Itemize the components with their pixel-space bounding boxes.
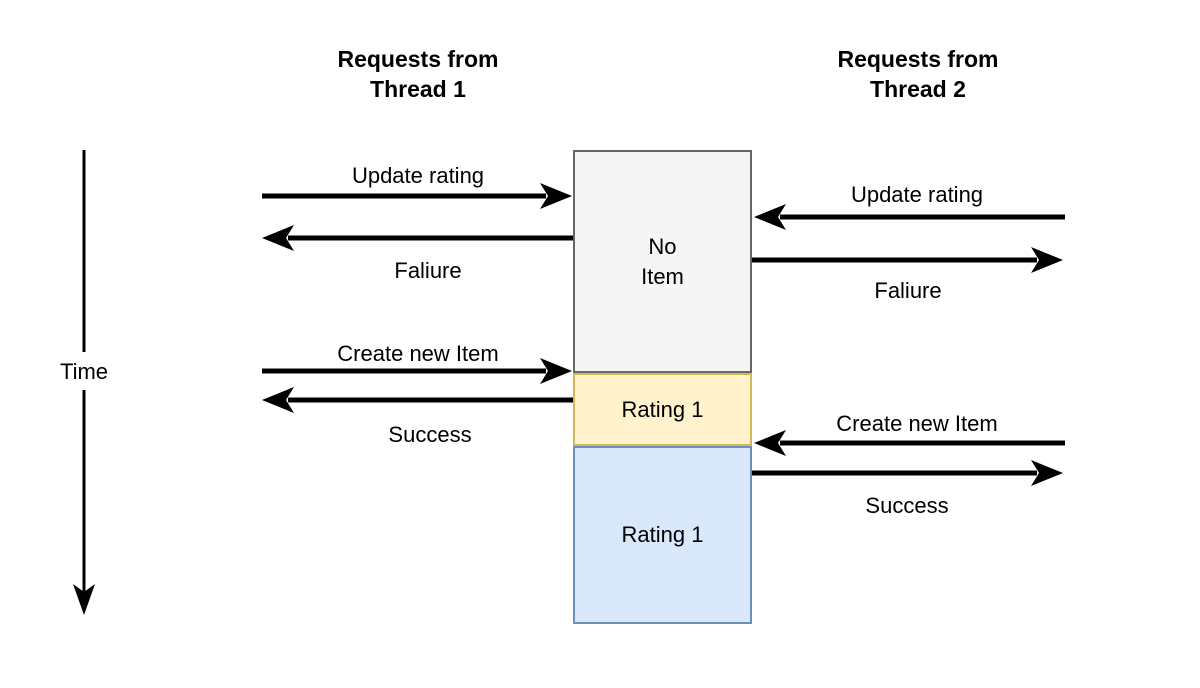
state-box-rating1-committed: Rating 1	[573, 446, 752, 624]
thread1-success-arrow	[262, 387, 573, 413]
thread2-create-new-item-arrow	[754, 430, 1065, 456]
thread1-create-new-item-arrow	[262, 358, 572, 384]
state-box-label: Rating 1	[621, 522, 704, 547]
thread1-success-label: Success	[388, 422, 472, 447]
arrowhead-down-icon	[73, 584, 95, 615]
thread1-faliure-arrow	[262, 225, 573, 251]
time-axis	[73, 150, 95, 615]
state-box-rating1-pending: Rating 1	[573, 373, 752, 446]
time-axis-label: Time	[57, 359, 111, 385]
state-box-label: No Item	[641, 233, 684, 289]
thread2-header: Requests from Thread 2	[837, 46, 999, 102]
thread2-faliure-arrow	[752, 247, 1063, 273]
arrowhead-right-icon	[1031, 460, 1063, 486]
thread2-faliure-label: Faliure	[874, 278, 942, 303]
arrowhead-left-icon	[262, 225, 294, 251]
thread1-create-new-item-label: Create new Item	[337, 341, 499, 366]
thread2-create-new-item-label: Create new Item	[836, 411, 998, 436]
thread2-update-rating-label: Update rating	[850, 182, 984, 207]
thread2-success-label: Success	[865, 493, 949, 518]
arrowhead-right-icon	[1031, 247, 1063, 273]
state-box-label: Rating 1	[621, 396, 704, 422]
arrowhead-right-icon	[540, 183, 572, 209]
thread1-header: Requests from Thread 1	[337, 46, 499, 102]
thread2-update-rating-arrow	[754, 204, 1065, 230]
state-box-no-item: No Item	[573, 150, 752, 373]
thread1-faliure-label: Faliure	[394, 258, 462, 283]
arrowhead-left-icon	[754, 204, 786, 230]
arrowhead-left-icon	[754, 430, 786, 456]
thread1-update-rating-arrow	[262, 183, 572, 209]
arrowhead-left-icon	[262, 387, 294, 413]
arrowhead-right-icon	[540, 358, 572, 384]
thread1-update-rating-label: Update rating	[351, 163, 485, 188]
thread2-success-arrow	[752, 460, 1063, 486]
